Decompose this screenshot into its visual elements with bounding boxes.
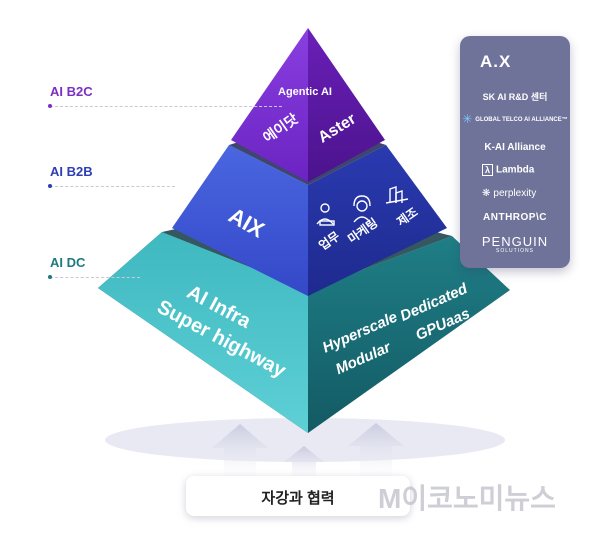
- partner-perplexity: ❋perplexity: [482, 188, 537, 200]
- tier-guide-b2c: [50, 106, 282, 108]
- middle-tier-left-face: [172, 145, 308, 296]
- factory-icon: [385, 186, 409, 204]
- bottom-tier-right-face: [308, 236, 510, 433]
- partner-penguin-sub: SOLUTIONS: [496, 248, 534, 254]
- tier-label-b2b: AI B2B: [50, 164, 93, 179]
- top-tier-title: Agentic AI: [278, 86, 332, 98]
- arrow-right-icon: [348, 423, 404, 485]
- middle-tier-right-face: [308, 145, 447, 296]
- marketing-icon: [353, 195, 371, 223]
- tier-dot-b2c: [48, 104, 52, 108]
- top-tier-left-face: [231, 28, 308, 182]
- tier-guide-dc: [50, 277, 140, 279]
- lambda-icon: λ: [482, 164, 494, 176]
- footer-label: 자강과 협력: [261, 490, 335, 507]
- tier-label-dc: AI DC: [50, 255, 86, 270]
- perplexity-icon: ❋: [482, 188, 491, 199]
- tier-dot-b2b: [48, 184, 52, 188]
- bottom-tier-left-face: [98, 232, 308, 433]
- ax-logo: A.X: [480, 52, 512, 71]
- footer-box: 자강과 협력: [186, 476, 410, 516]
- partner-panel: A.X SK AI R&D 센터 ✳GLOBAL TELCO AI ALLIAN…: [460, 36, 570, 268]
- partner-k-ai-alliance: K-AI Alliance: [484, 142, 546, 153]
- work-icon: [316, 203, 335, 226]
- partner-penguin: PENGUIN: [481, 234, 549, 249]
- watermark: M이코노미뉴스: [378, 483, 556, 514]
- top-tier-right-face: [308, 28, 385, 182]
- asterisk-icon: ✳: [462, 112, 473, 126]
- partner-sk-ai-rnd: SK AI R&D 센터: [482, 92, 548, 102]
- tier-guide-b2b: [50, 186, 175, 188]
- partner-anthropic: ANTHROP\C: [483, 212, 547, 223]
- tier-label-b2c: AI B2C: [50, 84, 93, 99]
- arrow-center-icon: [284, 446, 324, 485]
- arrow-left-icon: [212, 424, 268, 485]
- partner-global-telco: ✳GLOBAL TELCO AI ALLIANCE™: [462, 112, 568, 126]
- tier-dot-dc: [48, 275, 52, 279]
